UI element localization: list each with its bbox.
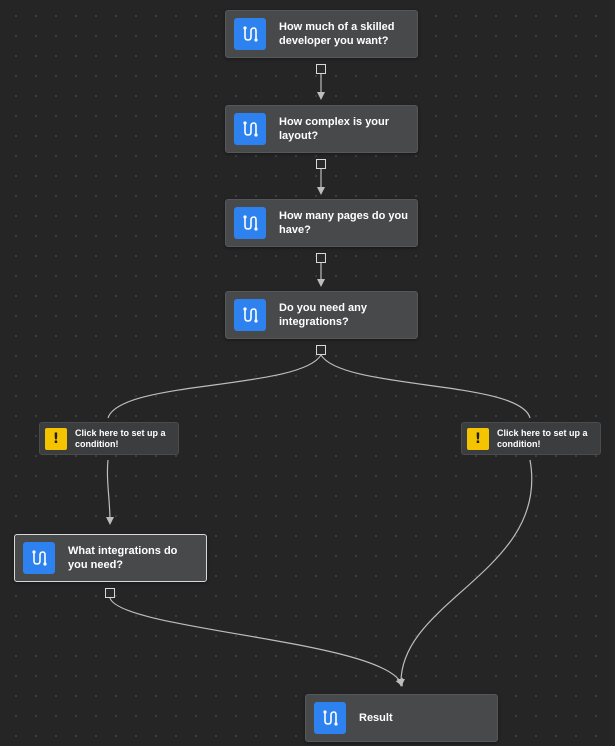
node-label: How complex is your layout? [279, 116, 390, 142]
node-pages[interactable]: How many pages do you have? [225, 199, 418, 247]
condition-label: Click here to set up a condition! [497, 427, 588, 449]
condition-left[interactable]: ! Click here to set up a condition! [39, 422, 179, 455]
node-integrations-output-port[interactable] [316, 345, 326, 355]
flow-icon [234, 113, 266, 145]
node-skill-output-port[interactable] [316, 64, 326, 74]
node-skill[interactable]: How much of a skilled developer you want… [225, 10, 418, 58]
node-label: How many pages do you have? [279, 210, 408, 236]
condition-right[interactable]: ! Click here to set up a condition! [461, 422, 601, 455]
node-label: Result [359, 712, 393, 724]
flow-icon [314, 702, 346, 734]
edge-integrations-to-cond-right [320, 354, 531, 419]
flow-icon [23, 542, 55, 574]
node-result[interactable]: Result [305, 694, 498, 742]
node-integrations[interactable]: Do you need any integrations? [225, 291, 418, 339]
warning-icon: ! [45, 427, 67, 450]
flow-icon [234, 207, 266, 239]
edge-cond-right-to-result [396, 459, 533, 687]
flow-icon [234, 299, 266, 331]
node-pages-output-port[interactable] [316, 253, 326, 263]
node-complexity[interactable]: How complex is your layout? [225, 105, 418, 153]
node-which-integrations[interactable]: What integrations do you need? [14, 534, 207, 582]
node-which-integrations-output-port[interactable] [105, 588, 115, 598]
edge-which-integrations-to-result [109, 597, 403, 687]
edge-cond-left-to-which-integrations [105, 459, 114, 525]
node-label: How much of a skilled developer you want… [279, 21, 395, 47]
warning-icon: ! [467, 427, 489, 450]
node-label: What integrations do you need? [68, 545, 178, 571]
flow-icon [234, 18, 266, 50]
node-complexity-output-port[interactable] [316, 159, 326, 169]
node-label: Do you need any integrations? [279, 302, 368, 328]
edge-integrations-to-cond-left [107, 354, 322, 419]
condition-label: Click here to set up a condition! [75, 427, 166, 449]
